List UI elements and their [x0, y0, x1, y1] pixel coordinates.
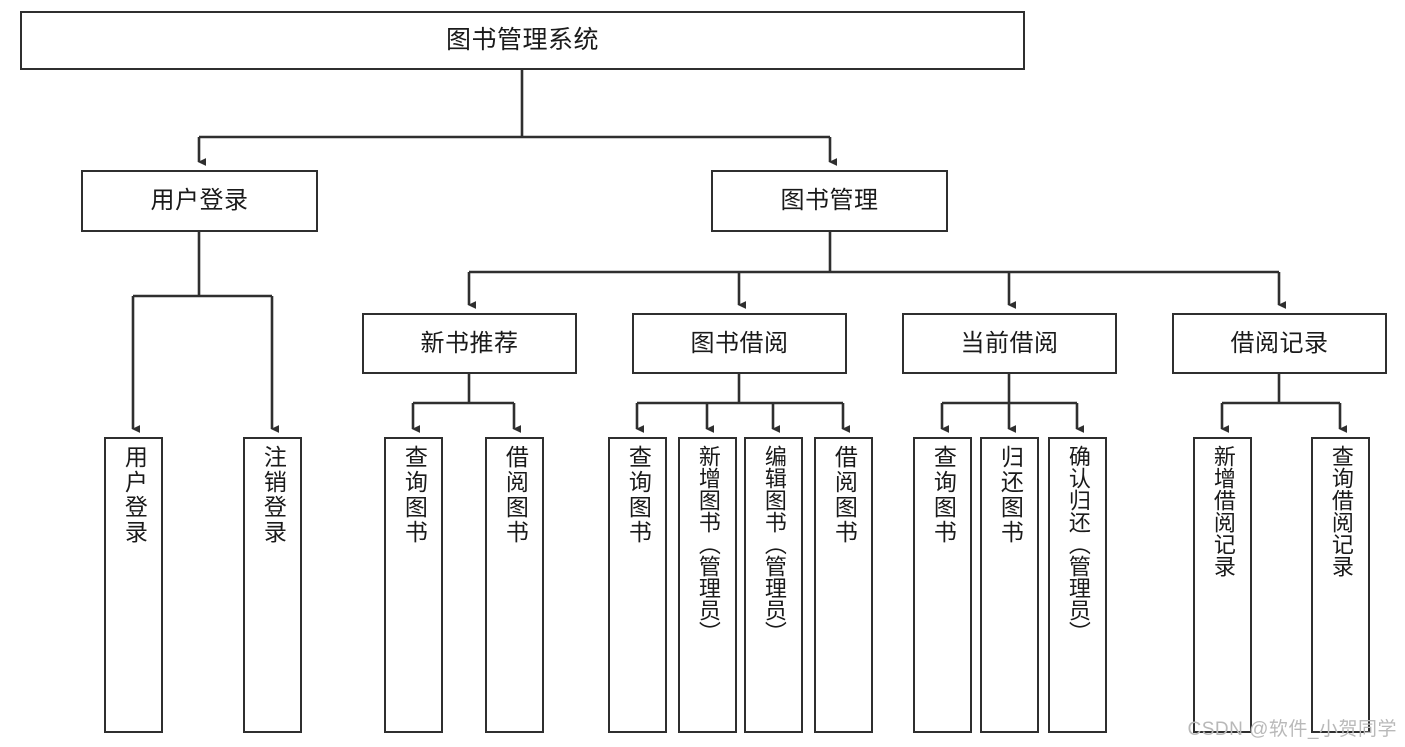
leaf-new-book-query[interactable]: 查询图书: [384, 437, 443, 733]
node-label: 新增借阅记录: [1210, 445, 1236, 577]
leaf-user-login-login[interactable]: 用户登录: [104, 437, 163, 733]
node-current-borrow[interactable]: 当前借阅: [902, 313, 1117, 374]
node-label: 查询借阅记录: [1328, 445, 1354, 577]
watermark-text: CSDN @软件_小贺同学: [1187, 719, 1397, 740]
leaf-current-borrow-return[interactable]: 归还图书: [980, 437, 1039, 733]
leaf-user-login-logout[interactable]: 注销登录: [243, 437, 302, 733]
node-user-login[interactable]: 用户登录: [81, 170, 318, 232]
node-book-management[interactable]: 图书管理: [711, 170, 948, 232]
node-new-book-recommend[interactable]: 新书推荐: [362, 313, 577, 374]
node-label: 新书推荐: [420, 329, 519, 357]
leaf-book-borrow-query[interactable]: 查询图书: [608, 437, 667, 733]
node-label: 借阅记录: [1230, 329, 1329, 357]
leaf-book-borrow-edit[interactable]: 编辑图书（管理员）: [744, 437, 803, 733]
leaf-borrow-record-add[interactable]: 新增借阅记录: [1193, 437, 1252, 733]
node-label: 新增图书（管理员）: [695, 445, 721, 643]
leaf-current-borrow-confirm-return[interactable]: 确认归还（管理员）: [1048, 437, 1107, 733]
leaf-borrow-record-query[interactable]: 查询借阅记录: [1311, 437, 1370, 733]
leaf-book-borrow-add[interactable]: 新增图书（管理员）: [678, 437, 737, 733]
node-label: 图书借阅: [690, 329, 789, 357]
leaf-current-borrow-query[interactable]: 查询图书: [913, 437, 972, 733]
node-label: 用户登录: [121, 445, 148, 545]
node-label: 借阅图书: [831, 445, 858, 545]
node-label: 查询图书: [930, 445, 957, 545]
node-book-borrow[interactable]: 图书借阅: [632, 313, 847, 374]
node-label: 归还图书: [997, 445, 1024, 545]
node-label: 图书管理系统: [445, 26, 599, 55]
node-label: 查询图书: [401, 445, 428, 545]
node-label: 图书管理: [780, 187, 879, 215]
node-label: 注销登录: [260, 445, 287, 545]
leaf-book-borrow-borrow[interactable]: 借阅图书: [814, 437, 873, 733]
node-label: 借阅图书: [502, 445, 529, 545]
node-label: 确认归还（管理员）: [1065, 445, 1091, 643]
node-root-system[interactable]: 图书管理系统: [20, 11, 1025, 70]
node-label: 用户登录: [150, 187, 249, 215]
node-label: 编辑图书（管理员）: [761, 445, 787, 643]
leaf-new-book-borrow[interactable]: 借阅图书: [485, 437, 544, 733]
node-label: 当前借阅: [960, 329, 1059, 357]
node-label: 查询图书: [625, 445, 652, 545]
node-borrow-record[interactable]: 借阅记录: [1172, 313, 1387, 374]
